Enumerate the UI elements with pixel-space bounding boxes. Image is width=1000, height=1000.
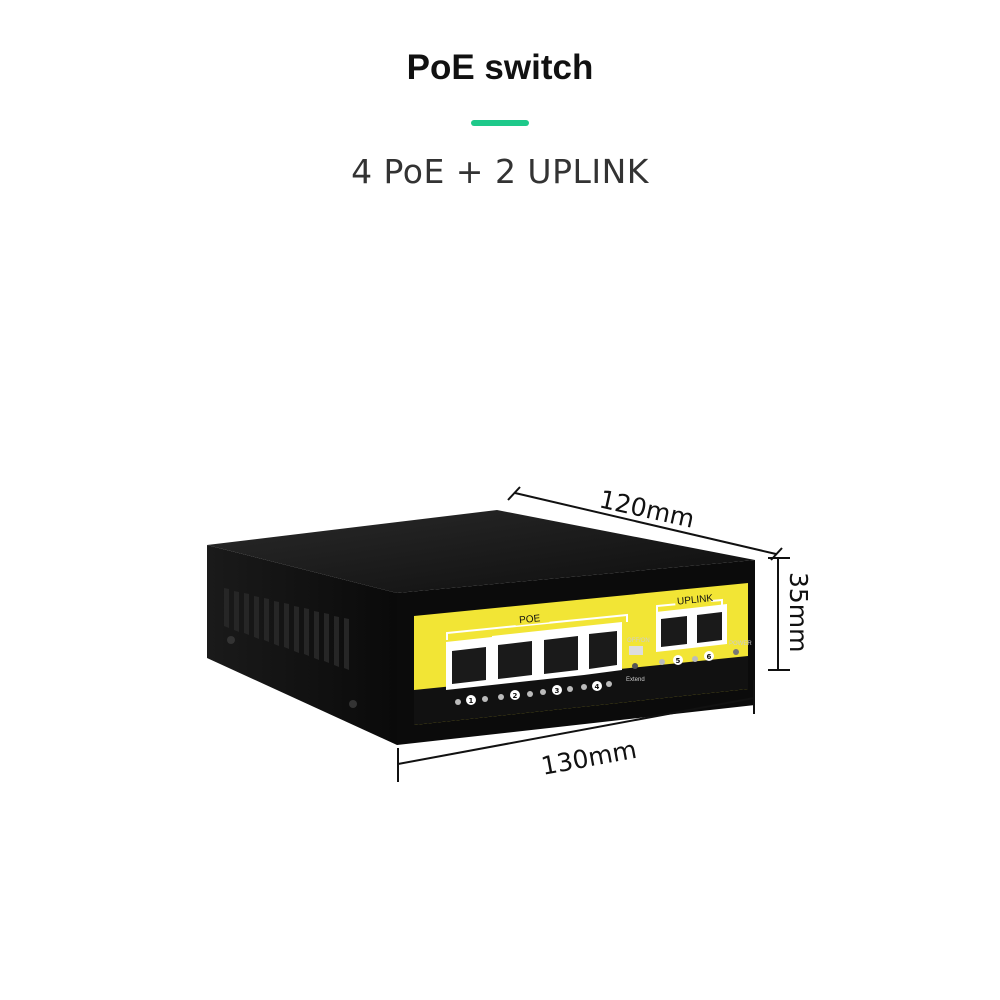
title-accent-bar (471, 120, 529, 126)
width-dimension (397, 680, 755, 782)
port-number-6: 6 (707, 653, 712, 661)
port-leds (455, 656, 698, 705)
extend-led (632, 663, 638, 669)
height-dimension-label: 35mm (784, 572, 813, 653)
side-vents (224, 588, 349, 670)
height-dimension (768, 557, 790, 671)
poe-group-label: POE (519, 613, 541, 626)
port-number-badges: 1 2 3 4 5 6 (466, 651, 714, 705)
power-label: POWER (729, 641, 752, 647)
front-panel-led-strip (414, 656, 748, 725)
extend-label: Extend (626, 677, 645, 683)
port-number-5: 5 (676, 657, 681, 665)
side-screw (349, 700, 357, 708)
width-dimension-label: 130mm (539, 735, 639, 781)
power-led (733, 649, 739, 655)
poe-ports (446, 622, 622, 690)
switch-top-face (207, 510, 755, 593)
uplink-ports (656, 604, 727, 652)
switch-side-face (207, 545, 397, 745)
side-screw (227, 636, 235, 644)
port-number-4: 4 (595, 683, 600, 691)
page-title: PoE switch (406, 48, 594, 87)
port-number-3: 3 (555, 687, 560, 695)
poe-group-bracket (446, 613, 628, 640)
port-number-2: 2 (513, 692, 518, 700)
page-subtitle: 4 PoE + 2 UPLINK (351, 152, 649, 191)
depth-dimension-label: 120mm (597, 485, 697, 534)
port-number-1: 1 (469, 697, 474, 705)
uplink-group-label: UPLINK (677, 593, 714, 608)
off-on-label: OFF/ON (627, 638, 650, 644)
extend-toggle-switch[interactable] (629, 646, 643, 655)
